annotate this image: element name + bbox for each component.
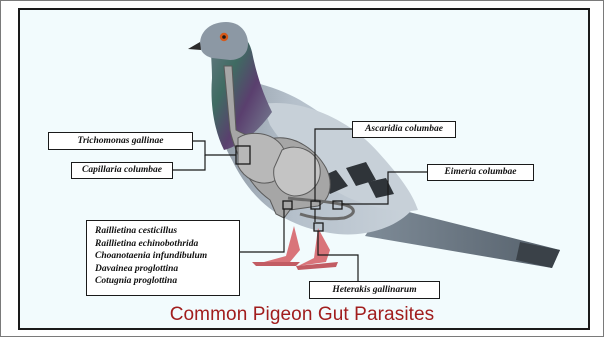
tapeworm-item: Raillietina cesticillus [95,225,233,238]
tapeworm-item: Davainea proglottina [95,263,233,276]
label-ascaridia-columbae: Ascaridia columbae [352,121,456,138]
label-eimeria-columbae: Eimeria columbae [427,164,534,181]
tapeworm-item: Cotugnia proglottina [95,275,233,288]
leader-capillaria [173,155,205,170]
label-capillaria-columbae: Capillaria columbae [71,162,173,179]
leg-left [264,226,300,262]
label-tapeworm-list: Raillietina cesticillus Raillietina echi… [86,220,240,296]
leader-tapeworms [240,209,284,252]
label-heterakis-gallinarum: Heterakis gallinarum [309,281,440,299]
tapeworm-item: Choanotaenia infundibulum [95,250,233,263]
foot-left [252,262,300,266]
diagram-title: Common Pigeon Gut Parasites [0,304,604,326]
tapeworm-item: Raillietina echinobothrida [95,238,233,251]
label-trichomonas-gallinae: Trichomonas gallinae [48,132,193,150]
beak-shape [188,42,201,50]
gizzard-shape [274,147,321,196]
tail-tip [516,242,560,268]
leg-right [298,228,330,266]
